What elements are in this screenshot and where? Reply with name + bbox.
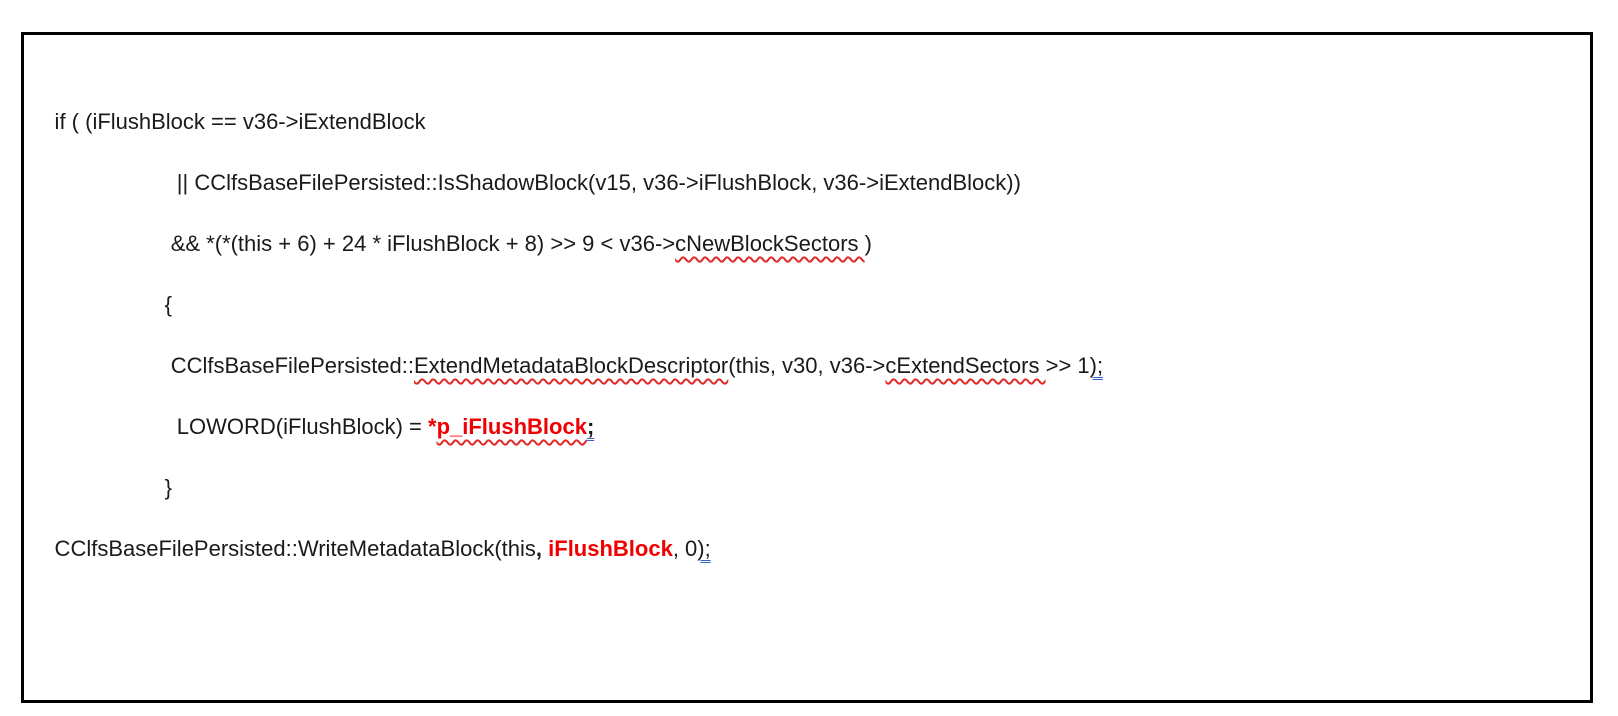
code-line: && *(*(this + 6) + 24 * iFlushBlock + 8)… <box>24 213 1590 274</box>
code-line: if ( (iFlushBlock == v36->iExtendBlock <box>24 91 1590 152</box>
code-text: , 0 <box>672 536 698 561</box>
code-text: { <box>24 292 172 317</box>
code-box: if ( (iFlushBlock == v36->iExtendBlock |… <box>21 32 1593 703</box>
code-text: || CClfsBaseFilePersisted::IsShadowBlock… <box>24 170 1021 195</box>
code-line: CClfsBaseFilePersisted::WriteMetadataBlo… <box>24 518 1590 579</box>
highlighted-identifier: iFlushBlock <box>548 536 673 561</box>
code-text: CClfsBaseFilePersisted:: <box>24 353 414 378</box>
highlighted-identifier-misspelled: p_iFlushBlock <box>436 414 587 439</box>
code-text: if ( (iFlushBlock == v36->iExtendBlock <box>24 109 426 134</box>
misspelled-word: cNewBlockSectors <box>675 231 865 256</box>
code-text: ) <box>864 231 872 256</box>
code-text-bold: , <box>535 536 543 561</box>
code-line: LOWORD(iFlushBlock) = *p_iFlushBlock; <box>24 396 1590 457</box>
code-text: >> 1 <box>1045 353 1090 378</box>
misspelled-word: cExtendSectors <box>885 353 1046 378</box>
code-line: || CClfsBaseFilePersisted::IsShadowBlock… <box>24 152 1590 213</box>
grammar-flagged-text: ); <box>697 536 711 561</box>
code-line: { <box>24 274 1590 335</box>
grammar-flagged-text: ; <box>586 414 595 439</box>
grammar-flagged-text: ); <box>1089 353 1104 378</box>
misspelled-word: ExtendMetadataBlockDescriptor <box>414 353 729 378</box>
highlighted-identifier: * <box>428 414 437 439</box>
code-line: CClfsBaseFilePersisted::ExtendMetadataBl… <box>24 335 1590 396</box>
code-text: } <box>24 475 172 500</box>
code-text: LOWORD(iFlushBlock) = <box>24 414 429 439</box>
code-line: } <box>24 457 1590 518</box>
code-text: CClfsBaseFilePersisted::WriteMetadataBlo… <box>24 536 536 561</box>
code-text: (this, v30, v36-> <box>728 353 886 378</box>
code-block: if ( (iFlushBlock == v36->iExtendBlock |… <box>24 35 1590 579</box>
code-text: && *(*(this + 6) + 24 * iFlushBlock + 8)… <box>24 231 676 256</box>
